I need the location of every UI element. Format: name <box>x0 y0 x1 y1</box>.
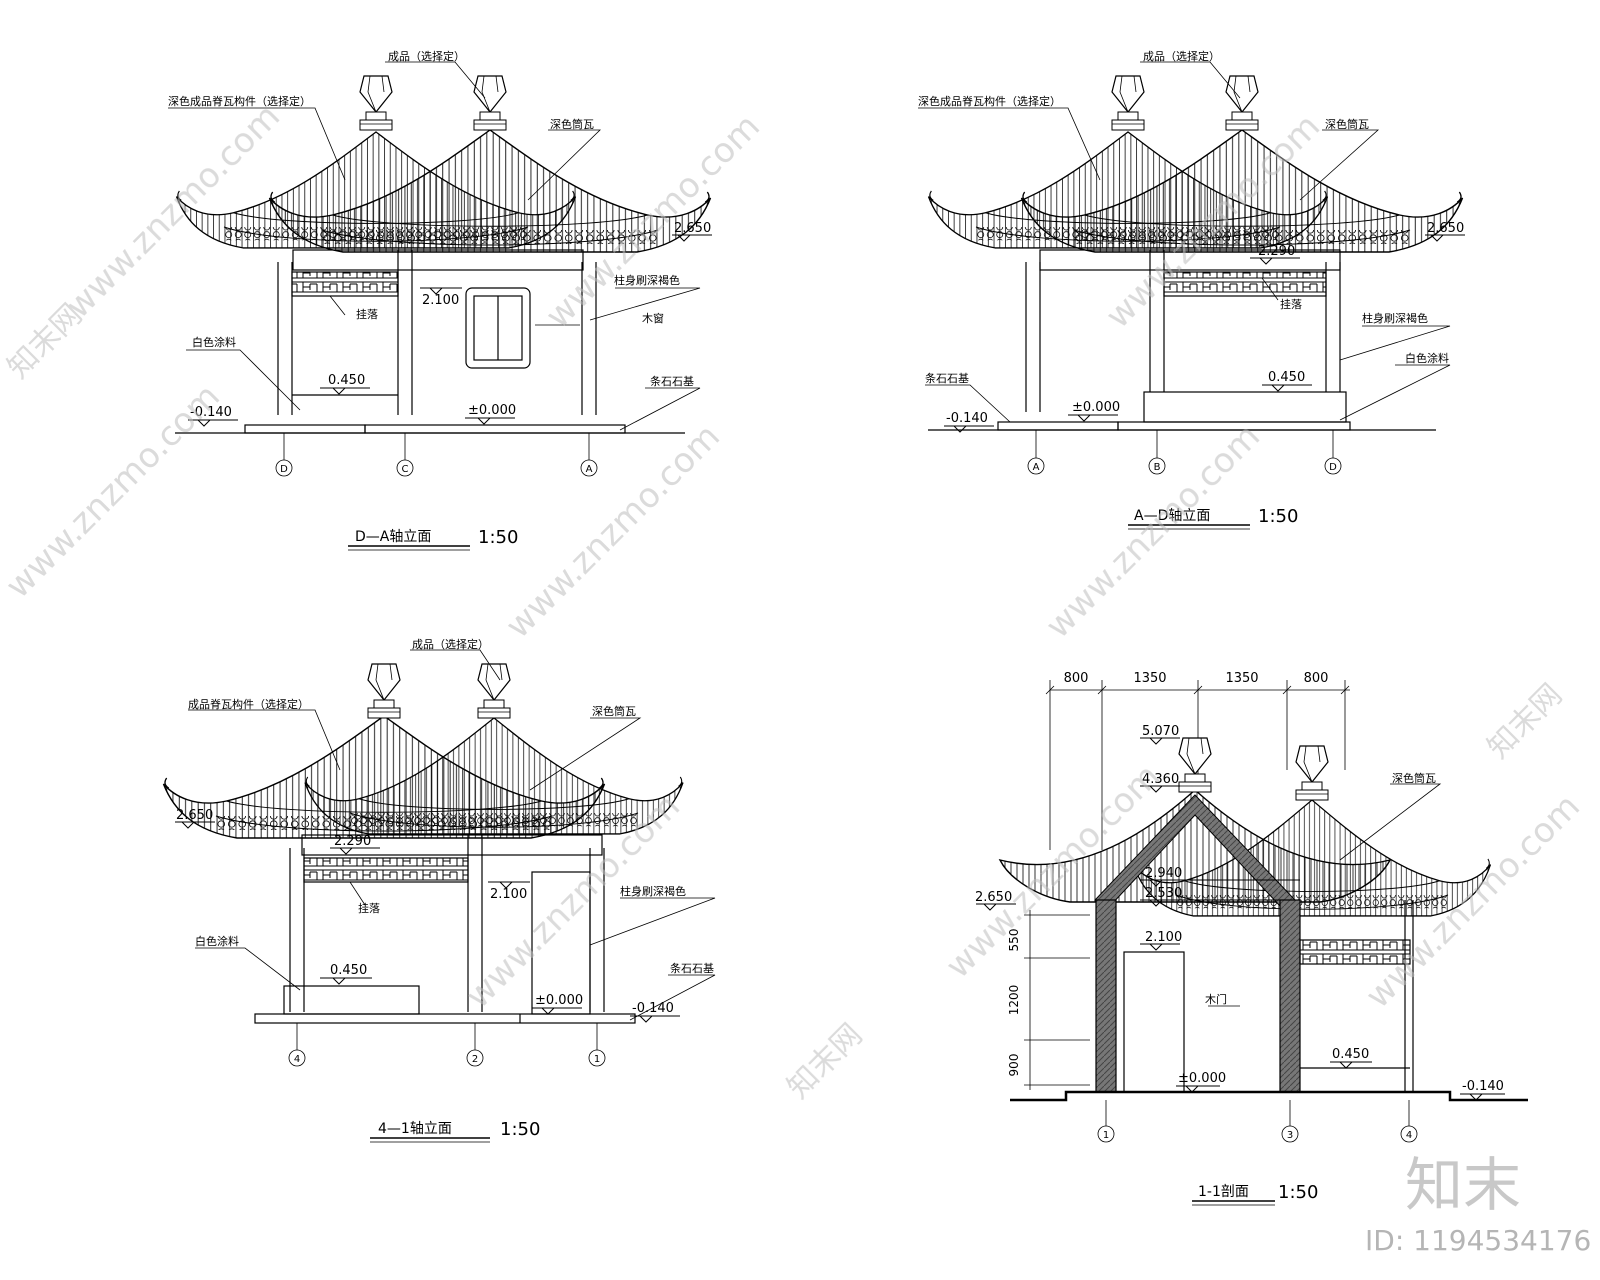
watermark-text: www.znzmo.com <box>0 376 228 606</box>
scale-4-1: 1:50 <box>500 1119 540 1140</box>
level-0450: 0.450 <box>1268 370 1305 385</box>
level-0450: 0.450 <box>1332 1047 1369 1062</box>
label-finial: 成品（选择定） <box>412 637 489 651</box>
level-neg0140: -0.140 <box>946 411 988 426</box>
level-0450: 0.450 <box>328 373 365 388</box>
title-d-a: D—A轴立面 <box>355 529 431 545</box>
label-ridge-tile: 深色成品脊瓦构件（选择定） <box>918 94 1061 108</box>
title-1-1: 1-1剖面 <box>1198 1184 1249 1200</box>
level-2100: 2.100 <box>490 887 527 902</box>
label-ridge-tile: 成品脊瓦构件（选择定） <box>188 697 309 711</box>
label-finial: 成品（选择定） <box>1143 49 1220 63</box>
watermark-brand: 知末网 <box>1481 677 1569 765</box>
axis-2: 2 <box>472 1054 478 1065</box>
label-stone-base: 条石石基 <box>925 371 969 385</box>
label-column-color: 柱身刷深褐色 <box>620 884 686 898</box>
panel-4-1-elevation: 2.650 2.290 2.100 0.450 ±0.000 -0.140 成品… <box>162 637 716 1143</box>
dim-550: 550 <box>1007 929 1021 952</box>
label-dark-tile: 深色筒瓦 <box>592 704 636 718</box>
axis-d: D <box>1329 462 1337 473</box>
label-column-color: 柱身刷深褐色 <box>614 273 680 287</box>
level-2650: 2.650 <box>674 221 711 236</box>
label-hanging-lattice: 挂落 <box>356 307 378 321</box>
finial-left <box>367 663 401 719</box>
panel-d-a-elevation: 2.650 2.100 0.450 ±0.000 -0.140 成品（选择定） … <box>168 49 712 551</box>
level-2290: 2.290 <box>334 834 371 849</box>
label-column-color: 柱身刷深褐色 <box>1362 311 1428 325</box>
label-hanging-lattice: 挂落 <box>1280 297 1302 311</box>
level-0000: ±0.000 <box>468 403 516 418</box>
dim-900: 900 <box>1007 1054 1021 1077</box>
axis-1: 1 <box>1103 1130 1109 1141</box>
level-neg0140: -0.140 <box>632 1001 674 1016</box>
level-neg0140: -0.140 <box>190 405 232 420</box>
scale-1-1: 1:50 <box>1278 1182 1318 1203</box>
finial-right <box>473 75 507 131</box>
level-2290: 2.290 <box>1258 244 1295 259</box>
title-4-1: 4—1轴立面 <box>378 1121 452 1137</box>
label-finial: 成品（选择定） <box>388 49 465 63</box>
level-2650: 2.650 <box>975 890 1012 905</box>
label-white-paint: 白色涂料 <box>1405 351 1449 365</box>
label-wood-window: 木窗 <box>642 311 664 325</box>
axis-d: D <box>280 464 288 475</box>
scale-a-d: 1:50 <box>1258 506 1298 527</box>
axis-1: 1 <box>594 1054 600 1065</box>
level-2650: 2.650 <box>1427 221 1464 236</box>
label-dark-tile: 深色筒瓦 <box>1392 771 1436 785</box>
label-white-paint: 白色涂料 <box>195 934 239 948</box>
finial-right <box>477 663 511 719</box>
watermark-text: www.znzmo.com <box>1038 416 1268 646</box>
title-a-d: A—D轴立面 <box>1134 508 1210 524</box>
label-wood-door: 木门 <box>1205 992 1227 1006</box>
level-4360: 4.360 <box>1142 772 1179 787</box>
finial-left <box>1111 75 1145 131</box>
axis-a: A <box>586 464 593 475</box>
axis-3: 3 <box>1287 1130 1293 1141</box>
level-2100: 2.100 <box>1145 930 1182 945</box>
watermark-brand: 知末网 <box>781 1017 869 1105</box>
level-0000: ±0.000 <box>535 993 583 1008</box>
level-0000: ±0.000 <box>1178 1071 1226 1086</box>
level-0000: ±0.000 <box>1072 400 1120 415</box>
axis-4: 4 <box>1406 1130 1412 1141</box>
panel-a-d-elevation: 2.650 2.290 0.450 ±0.000 -0.140 成品（选择定） … <box>918 49 1465 530</box>
label-white-paint: 白色涂料 <box>192 335 236 349</box>
dim-1200: 1200 <box>1007 985 1021 1016</box>
level-2100: 2.100 <box>422 293 459 308</box>
axis-a: A <box>1033 462 1040 473</box>
label-hanging-lattice: 挂落 <box>358 901 380 915</box>
label-ridge-tile: 深色成品脊瓦构件（选择定） <box>168 94 311 108</box>
label-stone-base: 条石石基 <box>650 374 694 388</box>
level-neg0140: -0.140 <box>1462 1079 1504 1094</box>
dim-800-left: 800 <box>1064 671 1089 686</box>
watermark-brand: 知末网 <box>1 297 89 385</box>
finial-right <box>1225 75 1259 131</box>
level-2940: 2.940 <box>1145 866 1182 881</box>
level-5070: 5.070 <box>1142 724 1179 739</box>
level-2650: 2.650 <box>176 808 213 823</box>
finial-right <box>1295 745 1329 801</box>
level-2530: 2.530 <box>1145 886 1182 901</box>
watermark-text: www.znzmo.com <box>498 416 728 646</box>
level-0450: 0.450 <box>330 963 367 978</box>
image-id-label: ID: 1194534176 <box>1365 1224 1591 1257</box>
scale-d-a: 1:50 <box>478 527 518 548</box>
finial-left <box>359 75 393 131</box>
dim-1350-right: 1350 <box>1225 671 1258 686</box>
finial-left <box>1178 737 1212 793</box>
dim-800-right: 800 <box>1304 671 1329 686</box>
label-dark-tile: 深色筒瓦 <box>1325 117 1369 131</box>
label-stone-base: 条石石基 <box>670 961 714 975</box>
label-dark-tile: 深色筒瓦 <box>550 117 594 131</box>
panel-1-1-section: 800 1350 1350 800 550 <box>975 671 1528 1206</box>
axis-c: C <box>402 464 409 475</box>
logo-watermark: 知末 <box>1405 1151 1521 1219</box>
dim-1350-left: 1350 <box>1133 671 1166 686</box>
axis-4: 4 <box>294 1054 300 1065</box>
axis-b: B <box>1154 462 1161 473</box>
